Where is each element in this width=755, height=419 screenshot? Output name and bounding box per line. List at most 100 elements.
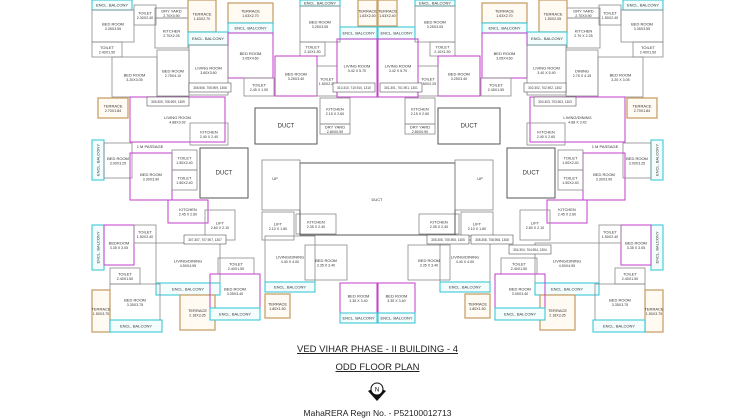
room-name: LIVING/DINING (451, 255, 479, 260)
room-outline (626, 97, 658, 119)
room-size: 2.40X1.50 (99, 51, 115, 55)
north-arrow-icon: N (368, 382, 386, 401)
area-tags: 306.506, 705.909, 1306 309.309, 708.909, … (146, 82, 577, 255)
area-tag: 306.506, 705.909, 1306 (188, 82, 232, 93)
passage-label-left: 1 M PASSAGE (137, 144, 164, 149)
room-name: ENCL. BALCONY (655, 231, 660, 263)
room-size: 3.05X4.60 (242, 57, 258, 61)
room-name: BED ROOM (626, 156, 648, 161)
room-name: LIVING ROOM (164, 115, 191, 120)
room-name: DUCT (278, 124, 295, 130)
room-encl-balcony: ENCL. BALCONY (187, 31, 229, 46)
room-name: DRY YARD (573, 9, 593, 14)
room-name: TOILET (564, 176, 578, 181)
room-size: 2.70X0.90 (575, 14, 591, 18)
room-name: BED ROOM (494, 51, 516, 56)
room-size: 1.63X2.70 (194, 17, 210, 21)
room-name: LIVING ROOM (385, 64, 412, 69)
room-size: 3.35 X 3.05 (627, 246, 645, 250)
room-name: TERRACE (358, 9, 377, 14)
room-name: KITCHEN (179, 207, 197, 212)
room-name: TERRACE (188, 308, 207, 313)
room-size: 1.50X2.40 (602, 16, 618, 20)
room-outline (91, 289, 111, 333)
room-size: 1.80X1.50 (269, 307, 285, 311)
room-name: ENCL. BALCONY (488, 26, 520, 31)
room-name: TERRACE (378, 9, 397, 14)
room-encl-balcony: ENCL. BALCONY (377, 312, 416, 324)
plan-subtitle: ODD FLOOR PLAN (335, 362, 420, 373)
room-name: ENCL. BALCONY (96, 3, 128, 8)
room-size: 1.50X2.25 (319, 82, 335, 86)
room-name: ENCL. BALCONY (655, 144, 660, 176)
room-name: BED ROOM (140, 172, 162, 177)
room-name: BEDROOM (109, 241, 130, 246)
room-encl-balcony: ENCL. BALCONY (299, 0, 341, 7)
room-outline (592, 319, 646, 333)
room-outline (336, 38, 378, 98)
room-outline (189, 122, 229, 146)
room-size: 1.50X2.40 (562, 161, 578, 165)
room-encl-balcony: ENCL. BALCONY (339, 312, 378, 324)
room-size: 2.45 X 2.60 (558, 213, 576, 217)
room-outline (254, 107, 318, 145)
room-encl-balcony: ENCL. BALCONY (339, 26, 378, 40)
room-name: ENCL. BALCONY (380, 31, 412, 36)
room-name: KITCHEN (537, 130, 555, 135)
area-tag: 308.308, 708.908, 1308 (470, 234, 514, 245)
room-encl-balcony: ENCL. BALCONY (526, 31, 568, 46)
room-outline (529, 96, 626, 143)
room-size: 3.05X3.40 (512, 292, 528, 296)
room-size: 2.40 X 2.60 (537, 135, 555, 139)
room-outline (109, 319, 163, 333)
room-name: KITCHEN (307, 220, 325, 225)
room-outline (188, 44, 229, 96)
room-outline (171, 169, 198, 191)
room-name: DUCT (523, 171, 540, 177)
room-name: ENCL. BALCONY (627, 3, 659, 8)
room-size: 3.25X3.40 (288, 77, 304, 81)
room-name: TOILET (118, 272, 132, 277)
room-name: BED ROOM (593, 172, 615, 177)
room-size: 2.35 X 2.40 (430, 225, 448, 229)
room-name: ENCL. BALCONY (120, 324, 152, 329)
room-name: ENCL. BALCONY (342, 316, 374, 321)
room-size: 2.30X2.40 (137, 16, 153, 20)
room-size: 3.35 X 3.40 (420, 264, 438, 268)
room-outline (377, 38, 419, 98)
room-encl-balcony: ENCL. BALCONY (481, 22, 528, 34)
room-name: TERRACE (192, 12, 211, 17)
room-name: BED ROOM (162, 69, 184, 74)
room-name: ENCL. BALCONY (603, 324, 635, 329)
room-name: LIVING/DINING (174, 259, 202, 264)
room-size: 3.60X3.60 (200, 71, 216, 75)
room-outline (418, 213, 460, 235)
room-name: TOILET (178, 176, 192, 181)
area-tag-text: 309.309, 708.909, 1309 (151, 100, 185, 104)
room-size: 3.30X3.90 (143, 178, 159, 182)
staircase-left (261, 159, 301, 211)
room-name: KITCHEN (411, 107, 429, 112)
room-size: 3.25X3.05 (427, 25, 443, 29)
staircase-right (454, 159, 494, 211)
room-name: TERRACE (644, 307, 663, 312)
room-outline (97, 97, 129, 119)
